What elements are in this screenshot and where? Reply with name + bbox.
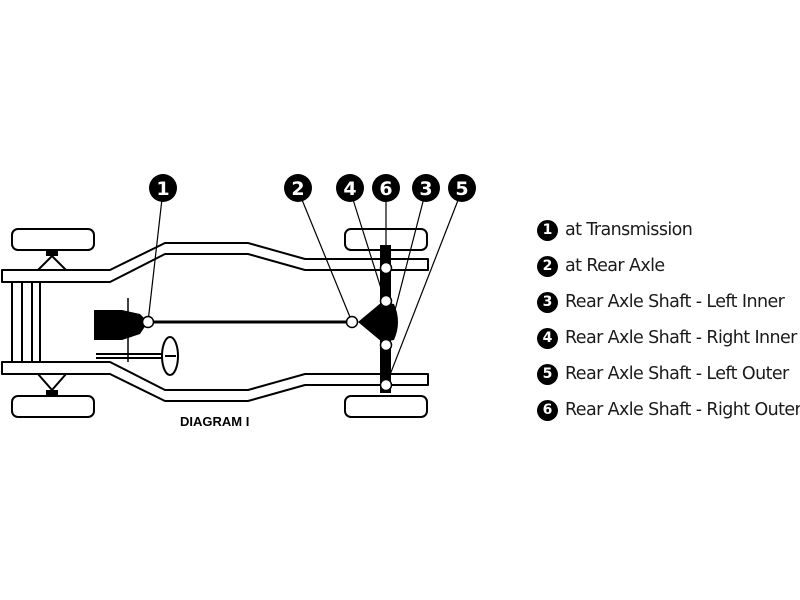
diagram-caption: DIAGRAM I — [180, 414, 249, 429]
joint-markers — [141, 261, 393, 392]
callout-5-number: 5 — [455, 178, 468, 200]
legend-item: 5 Rear Axle Shaft - Left Outer — [537, 356, 799, 392]
legend-item: 2 at Rear Axle — [537, 248, 799, 284]
transmission — [94, 298, 148, 362]
legend-label: at Rear Axle — [565, 256, 665, 276]
joint-transmission — [141, 315, 155, 329]
callout-2: 2 — [284, 174, 312, 202]
callout-3: 3 — [412, 174, 440, 202]
callout-6-number: 6 — [379, 178, 392, 200]
legend-label: Rear Axle Shaft - Right Outer — [565, 400, 800, 420]
legend-number-badge: 4 — [537, 327, 558, 349]
legend-number-badge: 1 — [537, 219, 558, 241]
joint-left-outer — [379, 378, 393, 392]
frame-rails — [1, 242, 429, 402]
callout-4-number: 4 — [343, 178, 356, 200]
legend-label: Rear Axle Shaft - Left Inner — [565, 292, 785, 312]
steering-wheel — [96, 336, 179, 376]
callout-6: 6 — [372, 174, 400, 202]
joint-rear-axle — [345, 315, 359, 329]
legend-label: Rear Axle Shaft - Right Inner — [565, 328, 797, 348]
callout-1: 1 — [149, 174, 177, 202]
legend-number-badge: 6 — [537, 399, 558, 421]
front-suspension — [37, 249, 67, 397]
callout-5: 5 — [448, 174, 476, 202]
callout-1-number: 1 — [156, 178, 169, 200]
legend-item: 4 Rear Axle Shaft - Right Inner — [537, 320, 799, 356]
joint-right-inner — [379, 294, 393, 308]
legend-number-badge: 5 — [537, 363, 558, 385]
rear-axle — [358, 245, 398, 393]
joint-right-outer — [379, 261, 393, 275]
callout-2-number: 2 — [291, 178, 304, 200]
front-left-wheel — [11, 228, 95, 251]
front-crossmember — [11, 281, 41, 363]
legend: 1 at Transmission 2 at Rear Axle 3 Rear … — [537, 212, 800, 428]
legend-number-badge: 3 — [537, 291, 558, 313]
front-right-wheel — [11, 395, 95, 418]
legend-label: at Transmission — [565, 220, 693, 240]
callout-3-number: 3 — [419, 178, 432, 200]
legend-number-badge: 2 — [537, 255, 558, 277]
leader-lines — [147, 189, 463, 386]
rear-right-wheel — [344, 395, 428, 418]
legend-label: Rear Axle Shaft - Left Outer — [565, 364, 789, 384]
joint-left-inner — [379, 338, 393, 352]
callout-4: 4 — [336, 174, 364, 202]
legend-item: 3 Rear Axle Shaft - Left Inner — [537, 284, 799, 320]
legend-item: 1 at Transmission — [537, 212, 799, 248]
legend-item: 6 Rear Axle Shaft - Right Outer — [537, 392, 800, 428]
